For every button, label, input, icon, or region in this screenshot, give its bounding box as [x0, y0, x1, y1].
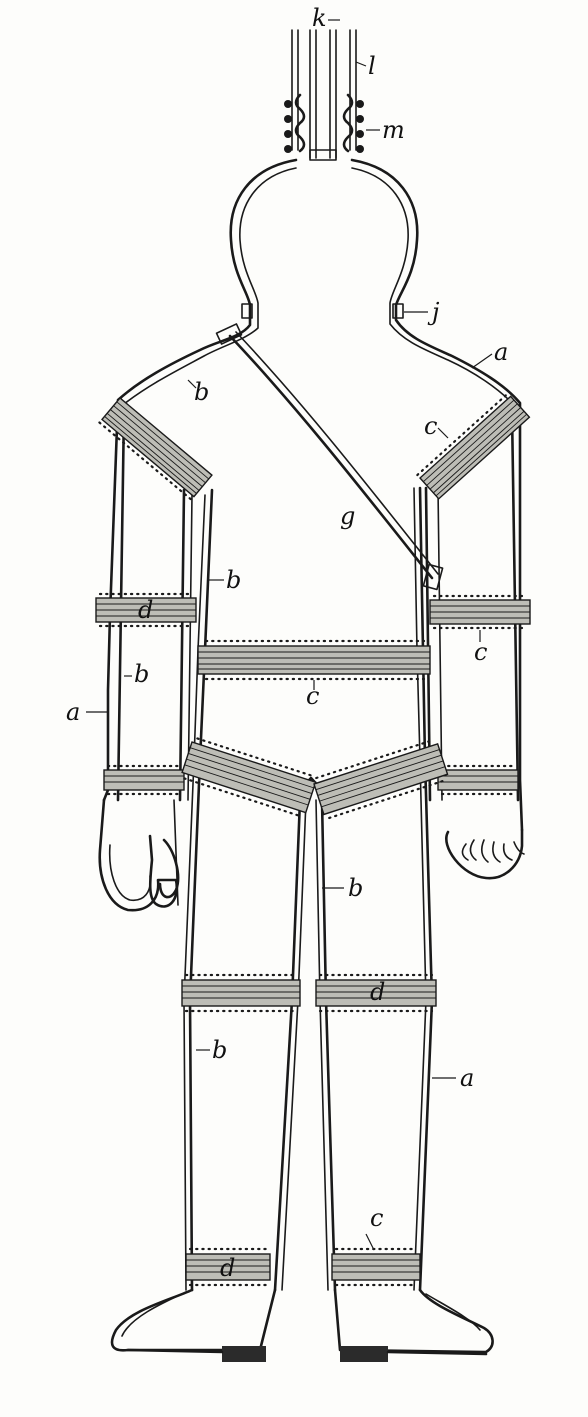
label-m: m	[382, 116, 405, 144]
suit-outline	[98, 158, 525, 1362]
band-right-upper-arm	[429, 594, 531, 630]
label-d-arm: d	[138, 596, 153, 624]
label-j: j	[427, 298, 440, 326]
lacing-rivets	[284, 100, 364, 153]
band-right-knee	[315, 973, 437, 1013]
label-b-upper-arm: b	[226, 566, 241, 594]
label-d-knee: d	[370, 978, 385, 1006]
label-a-arm: a	[66, 698, 80, 726]
band-right-wrist	[437, 764, 519, 796]
band-right-hip	[313, 739, 449, 820]
label-a-leg: a	[460, 1064, 474, 1092]
air-tube-assembly	[284, 29, 364, 161]
band-left-knee	[181, 973, 301, 1013]
band-left-upper-arm	[95, 592, 197, 628]
label-b-leg: b	[212, 1036, 227, 1064]
band-left-wrist	[103, 764, 185, 796]
band-right-ankle	[331, 1247, 421, 1287]
fastener-j	[392, 303, 404, 319]
label-k: k	[312, 4, 327, 32]
label-c-shoulder: c	[424, 412, 437, 440]
label-a-shoulder: a	[494, 338, 508, 366]
band-left-shoulder	[98, 397, 213, 501]
band-waist	[197, 639, 431, 681]
label-g: g	[340, 502, 355, 530]
buckle-upper	[215, 323, 243, 345]
buckle-lower	[422, 563, 444, 591]
label-b-forearm: b	[134, 660, 149, 688]
band-left-hip	[181, 737, 317, 818]
band-right-shoulder	[416, 392, 531, 500]
reference-labels: k l m j a b c g b d c b c a b d b a c d	[66, 4, 508, 1282]
diagonal-strap	[215, 303, 444, 591]
fastener-left	[241, 303, 253, 319]
band-left-ankle	[185, 1247, 271, 1287]
label-d-ankle: d	[220, 1254, 235, 1282]
label-c-forearm: c	[474, 638, 487, 666]
reinforcing-bands	[95, 392, 531, 1287]
label-c-waist: c	[306, 682, 319, 710]
label-c-ankle: c	[370, 1204, 383, 1232]
label-b-crotch: b	[348, 874, 363, 902]
label-l: l	[368, 52, 376, 80]
label-b-shoulder: b	[194, 378, 209, 406]
